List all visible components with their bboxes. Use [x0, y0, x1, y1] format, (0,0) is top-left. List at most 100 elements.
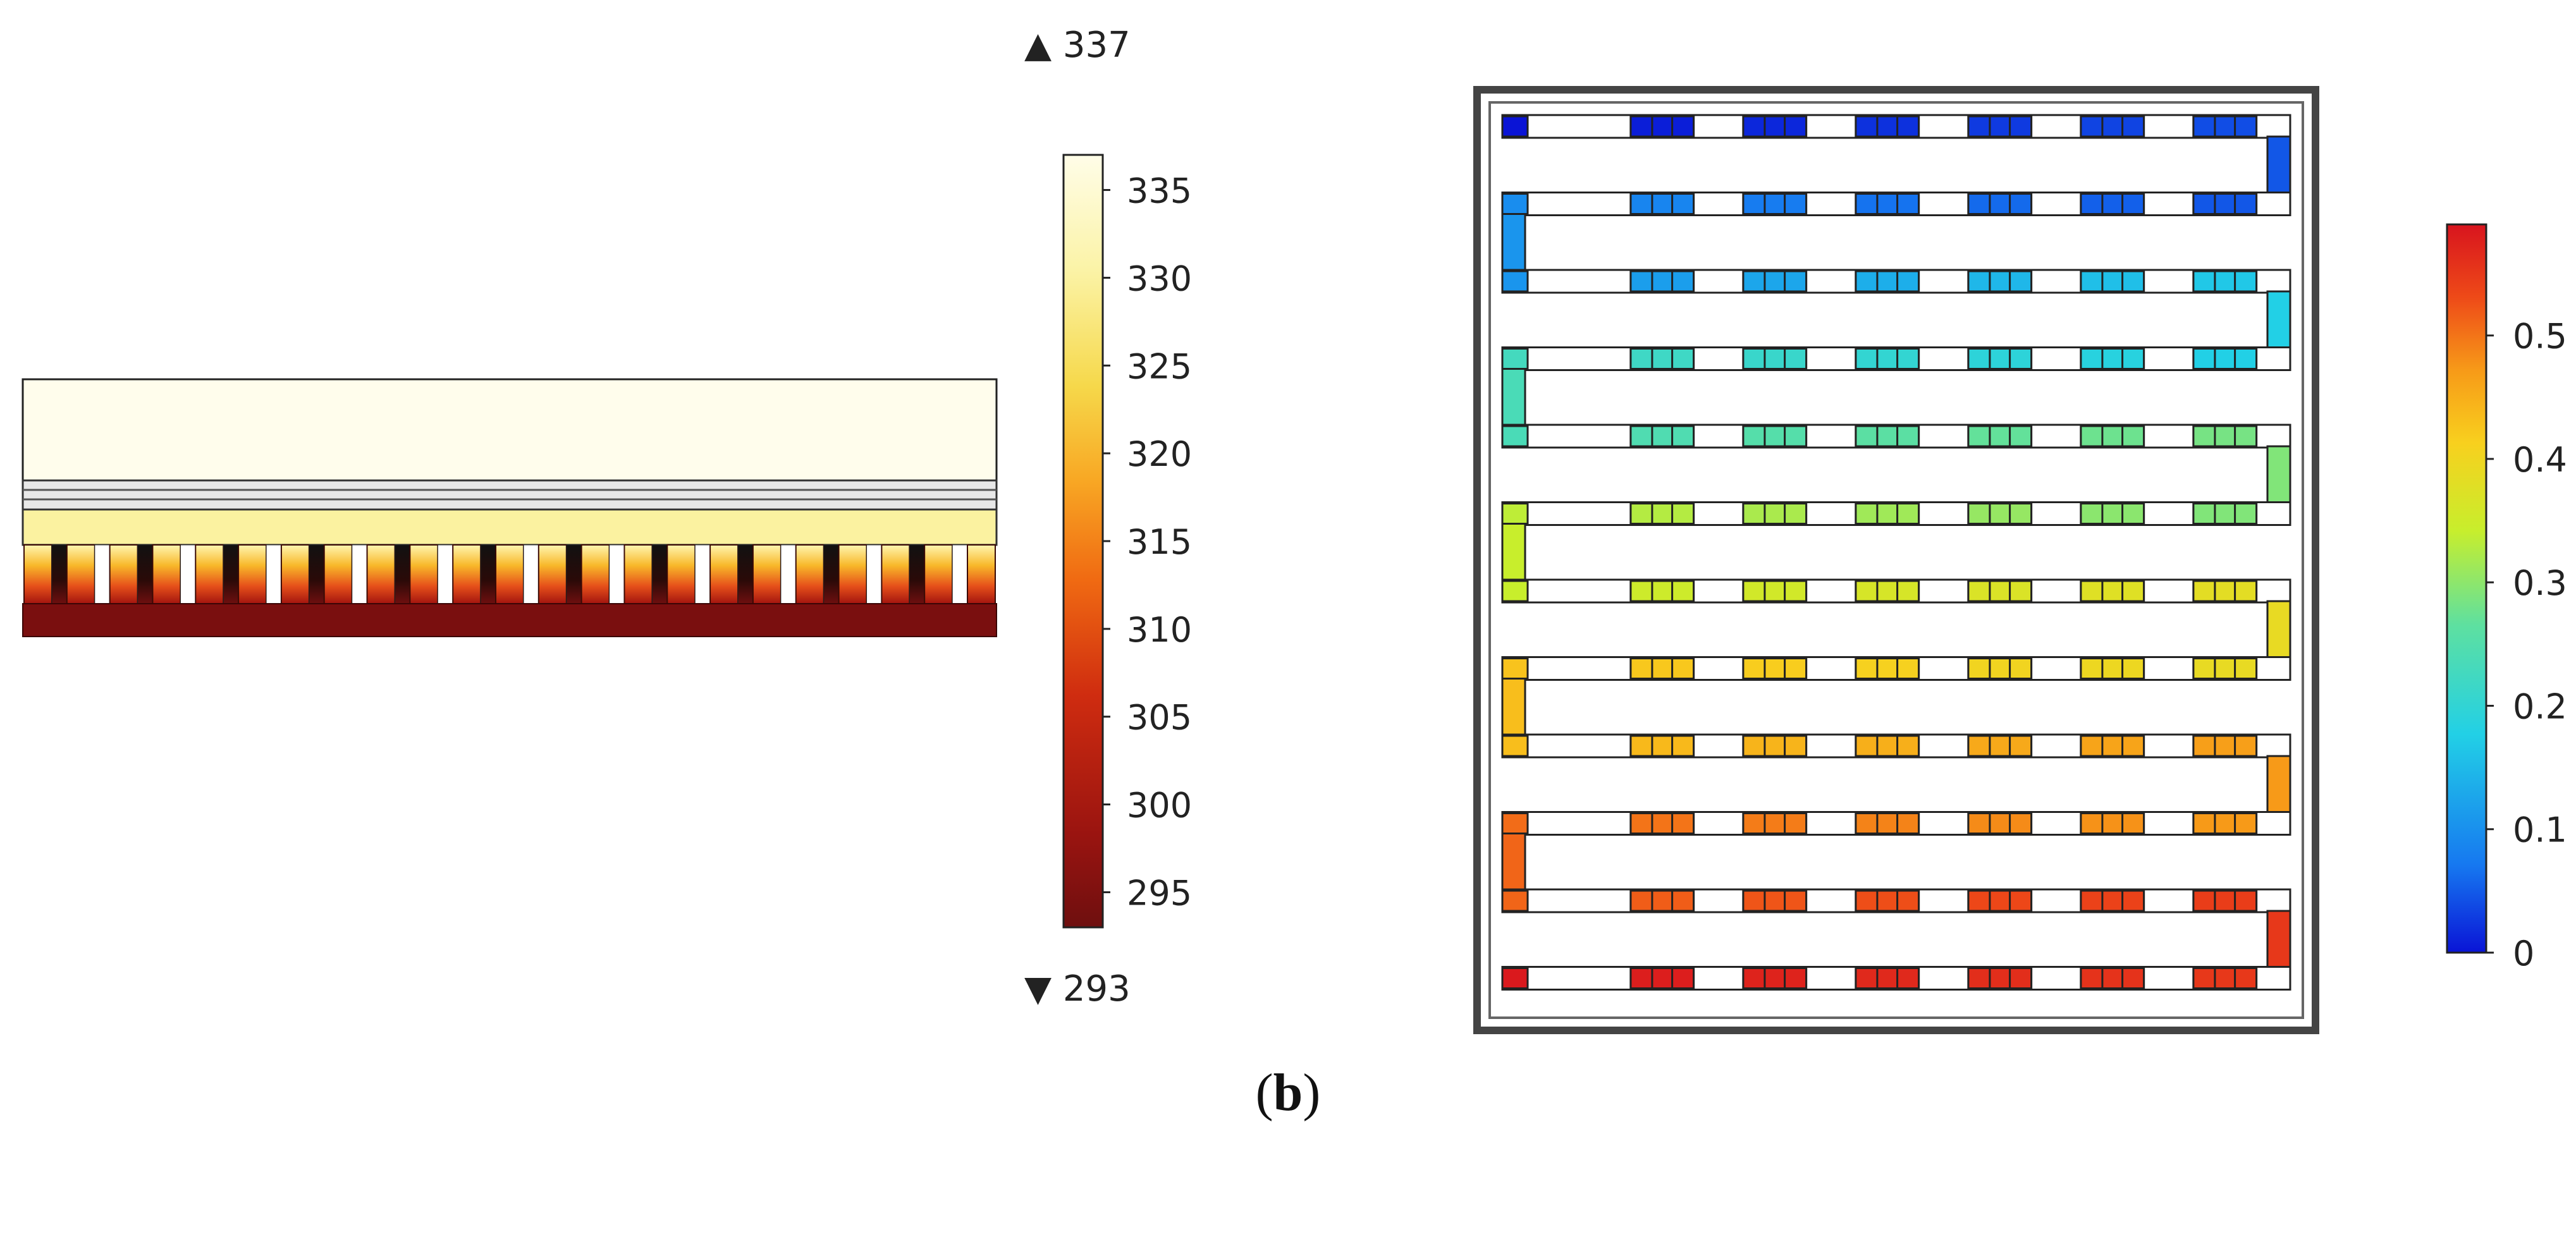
channel-u-turn — [2266, 445, 2291, 504]
channel-segment-joint — [2234, 425, 2258, 448]
channel-segment-joint — [2009, 270, 2033, 293]
channel-segment-joint — [2234, 889, 2258, 912]
temperature-tick-label: 310 — [1127, 610, 1192, 650]
channel-segment-joint — [2121, 735, 2145, 757]
channel-segment-joint — [1967, 503, 1991, 525]
heatsink-top-plate — [21, 378, 998, 482]
channel-segment-joint — [2121, 270, 2145, 293]
heatsink-fin-gap — [780, 544, 797, 604]
channel-segment-joint — [1855, 425, 1879, 448]
heatsink-fin-gap — [94, 544, 111, 604]
channel-segment-joint — [1855, 503, 1879, 525]
channel-velocity-map — [1473, 86, 2319, 1034]
channel-row — [1501, 733, 2291, 759]
channel-segment-joint — [1742, 115, 1766, 138]
velocity-tick-label: 0 — [2513, 934, 2534, 973]
heatsink-fin-gap — [137, 544, 153, 604]
heatsink-fin-gap — [523, 544, 539, 604]
channel-segment-joint — [1742, 270, 1766, 293]
channel-segment-joint — [1629, 812, 1653, 834]
heatsink-fin — [666, 544, 696, 604]
channel-segment-joint — [2009, 967, 2033, 989]
channel-segment-joint — [2121, 967, 2145, 989]
channel-segment-joint — [2234, 657, 2258, 680]
channel-segment-joint — [1742, 735, 1766, 757]
channel-segment-joint — [2121, 657, 2145, 680]
channel-segment-joint — [2192, 425, 2216, 448]
channel-segment-joint — [1629, 657, 1653, 680]
channel-segment-joint — [1855, 193, 1879, 215]
heatsink-fin-gap — [266, 544, 282, 604]
temperature-min-label: ▼ 293 — [1024, 968, 1131, 1010]
channel-segment-joint — [1742, 503, 1766, 525]
heatsink-fin-gap — [651, 544, 668, 604]
heatsink-fin-gap — [395, 544, 410, 604]
velocity-tick-label: 0.3 — [2513, 563, 2567, 603]
channel-segment-joint — [1629, 193, 1653, 215]
channel-segment-joint — [1671, 889, 1695, 912]
channel-segment-joint — [2121, 580, 2145, 602]
channel-segment-joint — [2234, 580, 2258, 602]
channel-segment-joint — [2009, 115, 2033, 138]
channel-row — [1501, 501, 2291, 526]
channel-segment-joint — [1967, 735, 1991, 757]
heatsink-fin — [709, 544, 739, 604]
heatsink-fin-gap — [51, 544, 68, 604]
channel-segment-joint — [2121, 503, 2145, 525]
heatsink-fin-gap — [694, 544, 711, 604]
channel-segment-joint — [2234, 812, 2258, 834]
channel-u-turn — [2266, 600, 2291, 659]
channel-row — [1501, 888, 2291, 913]
channel-segment-joint — [1896, 657, 1920, 680]
heatsink-fin — [752, 544, 782, 604]
channel-segment-joint — [1784, 425, 1808, 448]
channel-segment-joint — [1855, 580, 1879, 602]
channel-segment-joint — [1967, 348, 1991, 370]
channel-segment-joint — [2192, 812, 2216, 834]
channel-segment-joint — [2121, 889, 2145, 912]
channel-segment-joint — [1967, 657, 1991, 680]
channel-segment-joint — [1855, 115, 1879, 138]
channel-segment-joint — [2080, 348, 2104, 370]
channel-segment-joint — [1742, 348, 1766, 370]
heatsink-fin — [195, 544, 224, 604]
channel-u-turn — [1501, 368, 1526, 427]
heatsink-fin — [580, 544, 610, 604]
channel-u-turn — [1501, 833, 1526, 892]
channel-segment-joint — [2080, 657, 2104, 680]
channel-segment-joint — [1671, 812, 1695, 834]
channel-segment-joint — [1742, 812, 1766, 834]
channel-segment-joint — [1896, 115, 1920, 138]
channel-segment-joint — [1671, 657, 1695, 680]
channel-segment-joint — [1629, 503, 1653, 525]
heatsink-fin — [409, 544, 439, 604]
channel-segment-joint — [2192, 270, 2216, 293]
heatsink-fin-gap — [180, 544, 196, 604]
channel-segment-joint — [2192, 580, 2216, 602]
velocity-color-scale — [2446, 223, 2487, 954]
channel-segment-joint — [2234, 193, 2258, 215]
heatsink-fin — [238, 544, 267, 604]
channel-segment-joint — [2009, 193, 2033, 215]
channel-segment-joint — [1742, 967, 1766, 989]
channel-segment-joint — [1855, 348, 1879, 370]
channel-segment-joint — [2192, 503, 2216, 525]
channel-row — [1501, 656, 2291, 681]
channel-segment — [1501, 967, 1529, 989]
caption-close: ) — [1303, 1063, 1321, 1122]
channel-segment-joint — [1855, 657, 1879, 680]
heatsink-fin — [323, 544, 353, 604]
channel-segment-joint — [1784, 270, 1808, 293]
channel-segment-joint — [2121, 812, 2145, 834]
channel-segment-joint — [1855, 735, 1879, 757]
channel-segment-joint — [1967, 425, 1991, 448]
channel-segment-joint — [1896, 967, 1920, 989]
channel-row — [1501, 811, 2291, 836]
temperature-tick-label: 295 — [1127, 873, 1192, 913]
channel-segment-joint — [1671, 270, 1695, 293]
temperature-tick-label: 325 — [1127, 346, 1192, 386]
channel-segment — [1501, 812, 1529, 834]
channel-u-turn — [2266, 290, 2291, 350]
channel-frame-inner — [1488, 101, 2304, 1019]
channel-segment-joint — [1742, 425, 1766, 448]
